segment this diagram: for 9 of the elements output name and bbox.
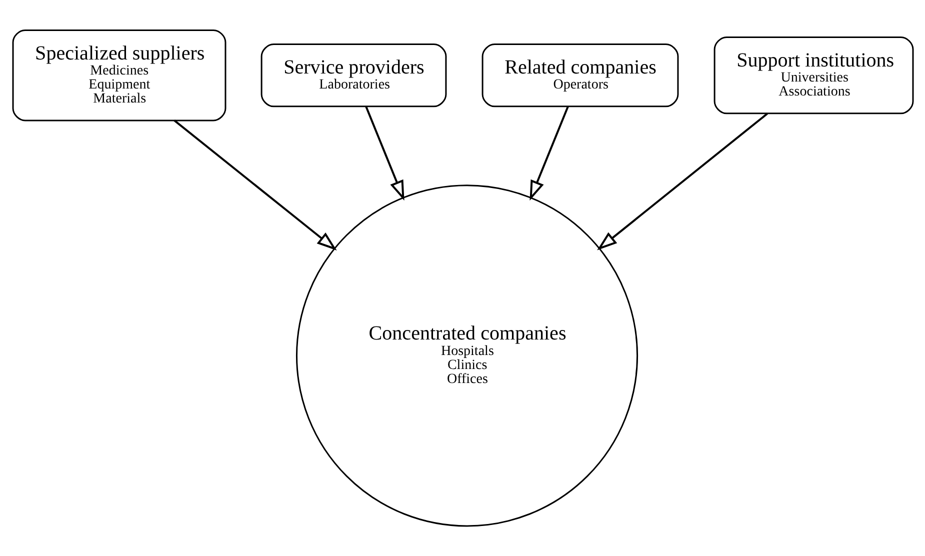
- arrow: [173, 120, 336, 250]
- arrow: [596, 112, 768, 250]
- node-box: Specialized suppliers Medicines Equipment Materials: [12, 30, 226, 122]
- arrow: [529, 106, 568, 201]
- node-box: Service providers Laboratories: [260, 44, 446, 108]
- arrow: [364, 106, 404, 201]
- node-box: Support institutions Universities Associations: [713, 36, 914, 114]
- node-box: Related companies Operators: [481, 44, 678, 108]
- node-circle: Concentrated companies Hospitals Clinics Offices: [295, 184, 638, 527]
